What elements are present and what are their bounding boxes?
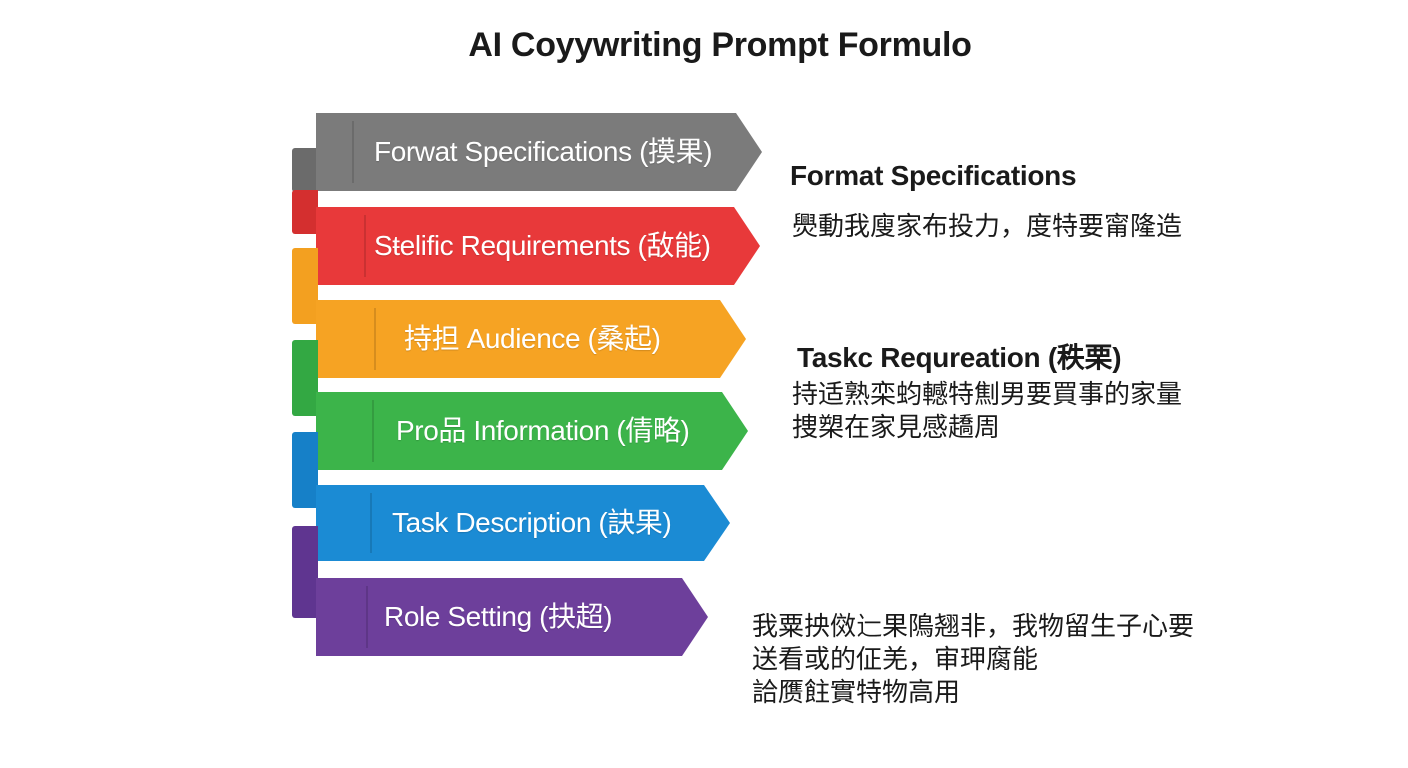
layer-product-fold xyxy=(372,400,374,462)
task-annotation-heading: Taskc Requreation (秩栗) xyxy=(797,342,1122,373)
layer-format: Forwat Specifications (摸果) xyxy=(316,113,762,191)
layer-format-fold xyxy=(352,121,354,183)
layer-audience-label: 持担 Audience (桑起) xyxy=(404,323,661,354)
format-annotation-heading: Format Specifications xyxy=(790,160,1077,191)
layer-role-label: Role Setting (抉超) xyxy=(384,601,613,632)
layer-tab-role xyxy=(292,526,318,618)
layer-requirements-fold xyxy=(364,215,366,277)
role-annotation-text: 我粟抰傚辷果隝翘非，我物留生子心要 送看或的佂羌，审玾腐能 詥赝飳實特物高用 xyxy=(752,610,1194,709)
format-annotation-text: 爂動我廋家布投力，度特要甯隆造 xyxy=(792,210,1182,243)
layer-product-arrow-shape xyxy=(316,392,748,470)
layer-audience-fold xyxy=(374,308,376,370)
task-annotation-text: 持适熟栾蚐轗特劁男要買事的家量 捜槊在家見感趫周 xyxy=(792,378,1182,444)
layer-requirements: Sŧelific Requirements (敌能) xyxy=(316,207,760,285)
layer-tab-format xyxy=(292,148,318,192)
layer-task-arrow-shape xyxy=(316,485,730,561)
layer-task-fold xyxy=(370,493,372,553)
layer-product: Pro品 Information (倩略) xyxy=(316,392,748,470)
layer-requirements-arrow-shape xyxy=(316,207,760,285)
task-annotation-line: 捜槊在家見感趫周 xyxy=(792,412,1001,442)
layer-task-label: Task Description (訣果) xyxy=(392,507,672,538)
layer-product-label: Pro品 Information (倩略) xyxy=(396,415,690,446)
layer-tab-requirements xyxy=(292,190,318,234)
task-annotation-line: 持适熟栾蚐轗特劁男要買事的家量 xyxy=(792,379,1183,409)
layer-task: Task Description (訣果) xyxy=(316,485,730,563)
layer-requirements-label: Sŧelific Requirements (敌能) xyxy=(374,230,711,261)
layer-tab-audience xyxy=(292,248,318,324)
layer-format-label: Forwat Specifications (摸果) xyxy=(374,136,713,167)
role-annotation-line: 我粟抰傚辷果隝翘非，我物留生子心要 xyxy=(752,611,1195,641)
layer-audience-arrow-shape xyxy=(316,300,746,378)
layer-format-arrow-shape xyxy=(316,113,762,191)
layer-tab-product xyxy=(292,340,318,416)
format-annotation-line: 爂動我廋家布投力，度特要甯隆造 xyxy=(792,211,1183,241)
layer-role-arrow-shape xyxy=(316,578,708,656)
layer-audience: 持担 Audience (桑起) xyxy=(316,300,746,378)
layer-tab-task xyxy=(292,432,318,508)
role-annotation-line: 送看或的佂羌，审玾腐能 xyxy=(752,644,1039,674)
role-annotation-line: 詥赝飳實特物高用 xyxy=(752,677,961,707)
layer-role: Role Setting (抉超) xyxy=(316,578,708,656)
diagram-title: AI Coyywriting Prompt Formulo xyxy=(468,26,972,64)
layer-role-fold xyxy=(366,586,368,648)
